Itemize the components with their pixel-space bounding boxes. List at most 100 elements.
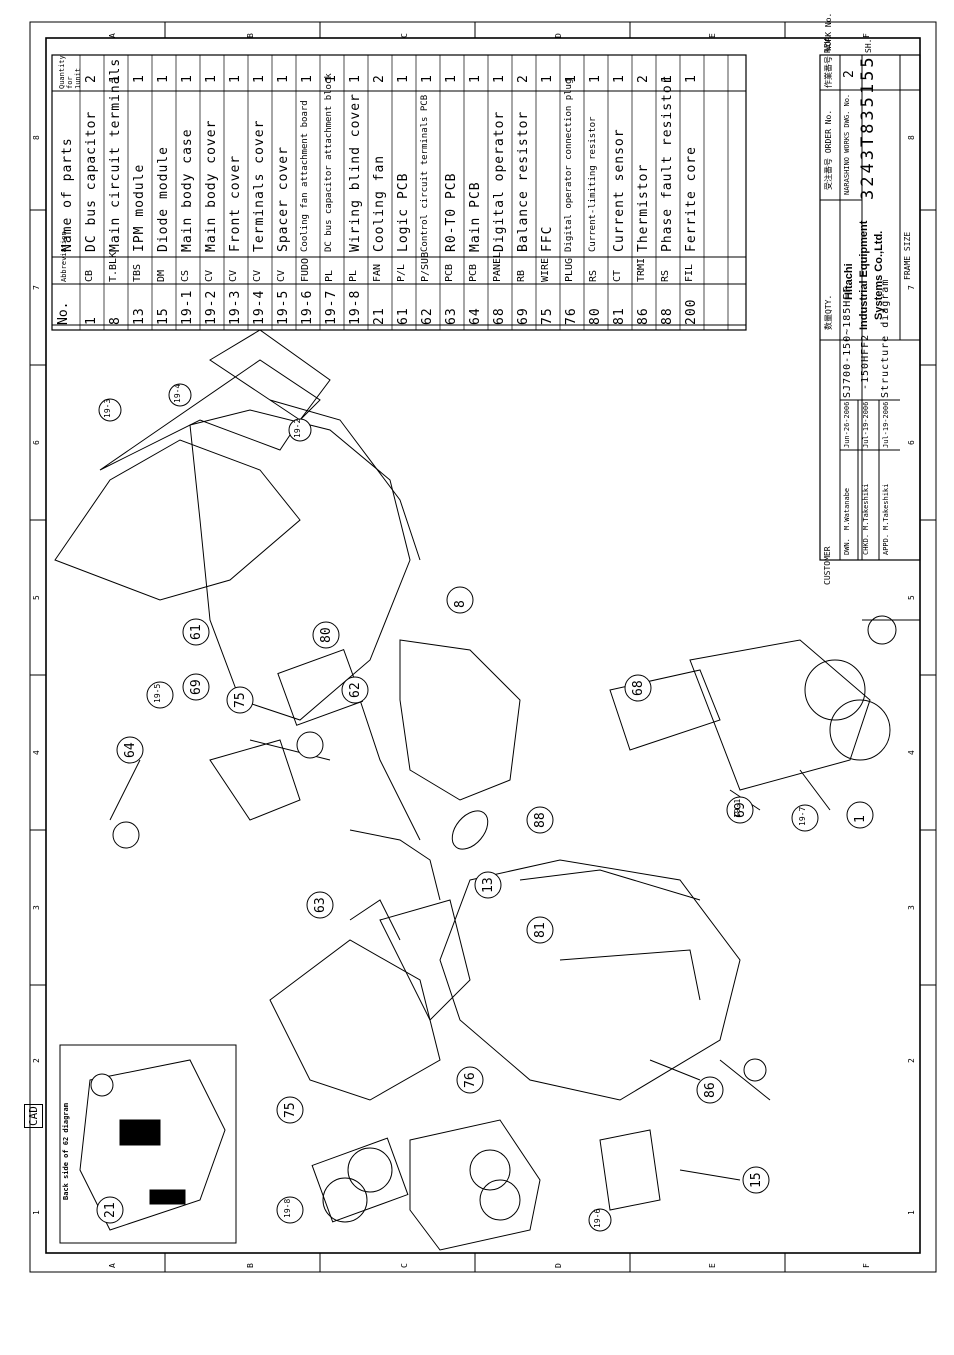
row-number: 21	[372, 307, 387, 325]
main-terminals-shape	[399, 639, 521, 801]
row-quantity: 2	[516, 74, 531, 83]
row-number: 61	[396, 307, 411, 325]
row-number: 15	[156, 307, 171, 325]
callout-62: 62	[348, 682, 363, 698]
row-part-name: Wiring blind cover	[348, 93, 363, 252]
row-part-name: Phase fault resistor	[660, 75, 675, 252]
callout-19-7: 19-7	[798, 806, 807, 826]
callout-19-4: 19-4	[173, 383, 182, 403]
zone-f-bottom: F	[862, 1263, 871, 1268]
inset-label: Back side of 62 diagram	[62, 1103, 70, 1200]
row-part-name: Current-limiting resistor	[588, 116, 598, 252]
row-quantity: 1	[156, 74, 171, 83]
row-number: 86	[636, 307, 651, 325]
row-quantity: 1	[492, 74, 507, 83]
callout-80: 80	[319, 627, 334, 643]
cad-stamp: CAD	[24, 1104, 43, 1128]
callout-13: 13	[481, 877, 496, 893]
zone-ticks	[30, 22, 936, 1272]
title-appd-name: M.Takeshiki	[882, 483, 890, 530]
row-number: 64	[468, 307, 483, 325]
row-quantity: 1	[468, 74, 483, 83]
row-number: 19-6	[300, 289, 315, 325]
diode-module-shape	[599, 1129, 661, 1211]
row-abbreviation: WIRE	[540, 257, 551, 282]
row-number: 63	[444, 307, 459, 325]
callout-75: 75	[283, 1102, 298, 1118]
row-number: 19-8	[348, 289, 363, 325]
row-number: 19-3	[228, 289, 243, 325]
row-quantity: 1	[180, 74, 195, 83]
zone-1-right: 1	[907, 1210, 916, 1215]
zone-1-left: 1	[32, 1210, 41, 1215]
row-quantity: 1	[540, 74, 555, 83]
callout-75: 75	[233, 692, 248, 708]
zone-2-right: 2	[907, 1058, 916, 1063]
row-number: 1	[84, 316, 99, 325]
row-abbreviation: PCB	[444, 263, 455, 282]
row-part-name: IPM module	[132, 163, 147, 252]
title-chkd-name: M.Takeshiki	[862, 483, 870, 530]
callout-1: 1	[853, 815, 868, 823]
zone-2-left: 2	[32, 1058, 41, 1063]
table-header-name: Name of parts	[60, 137, 75, 252]
row-abbreviation: P/SUB	[420, 251, 431, 282]
row-abbreviation: CV	[252, 269, 263, 282]
row-abbreviation: FUDO	[300, 257, 311, 282]
row-abbreviation: TRMI	[636, 257, 647, 282]
zone-3-right: 3	[907, 905, 916, 910]
row-number: 19-4	[252, 289, 267, 325]
callout-19-8: 19-8	[283, 1198, 292, 1218]
zone-7-left: 7	[32, 285, 41, 290]
callout-68: 68	[631, 680, 646, 696]
title-block-grid	[819, 54, 921, 645]
row-quantity: 1	[276, 74, 291, 83]
row-part-name: Main circuit terminals	[108, 57, 123, 252]
zone-f-top: F	[862, 33, 871, 38]
callout-69: 69	[189, 679, 204, 695]
row-quantity: 1	[300, 74, 315, 83]
front-cover-shape	[54, 439, 301, 601]
title-chkd-label: CHKD.	[862, 533, 870, 555]
row-abbreviation: PCB	[468, 263, 479, 282]
zone-c-top: C	[400, 33, 409, 38]
row-part-name: Control circuit terminals PCB	[420, 94, 430, 252]
zone-c-bottom: C	[400, 1263, 409, 1268]
row-abbreviation: CB	[84, 269, 95, 282]
row-part-name: Digital operator	[492, 110, 507, 252]
row-quantity: 1	[396, 74, 411, 83]
row-abbreviation: FAN	[372, 263, 383, 282]
row-part-name: Logic PCB	[396, 172, 411, 252]
row-number: 19-2	[204, 289, 219, 325]
callout-21: 21	[103, 1202, 118, 1218]
row-abbreviation: DM	[156, 269, 167, 282]
parts-table-grid	[51, 54, 747, 331]
title-dwn-name: M.Watanabe	[843, 487, 851, 530]
inner-border	[45, 37, 921, 1254]
inset-frame	[59, 1044, 237, 1244]
zone-b-bottom: B	[246, 1263, 255, 1268]
zone-d-top: D	[554, 33, 563, 38]
row-quantity: 1	[324, 74, 339, 83]
row-abbreviation: RS	[660, 269, 671, 282]
main-case-shape	[439, 859, 741, 1101]
callout-15: 15	[749, 1172, 764, 1188]
table-header-no: No.	[56, 301, 71, 325]
title-company-1: Hitachi	[843, 263, 855, 300]
row-part-name: Balance resistor	[516, 110, 531, 252]
exploded-view-art	[54, 329, 891, 1251]
row-quantity: 1	[588, 74, 603, 83]
row-number: 200	[684, 298, 699, 325]
row-number: 19-1	[180, 289, 195, 325]
callout-88: 88	[533, 812, 548, 828]
row-abbreviation: CV	[228, 269, 239, 282]
row-part-name: Terminals cover	[252, 119, 267, 252]
row-part-name: Front cover	[228, 154, 243, 252]
row-part-name: Diode module	[156, 146, 171, 252]
title-rev-value: 2	[842, 69, 857, 78]
zone-6-left: 6	[32, 440, 41, 445]
row-quantity: 1	[132, 74, 147, 83]
zone-3-left: 3	[32, 905, 41, 910]
zone-8-left: 8	[32, 135, 41, 140]
